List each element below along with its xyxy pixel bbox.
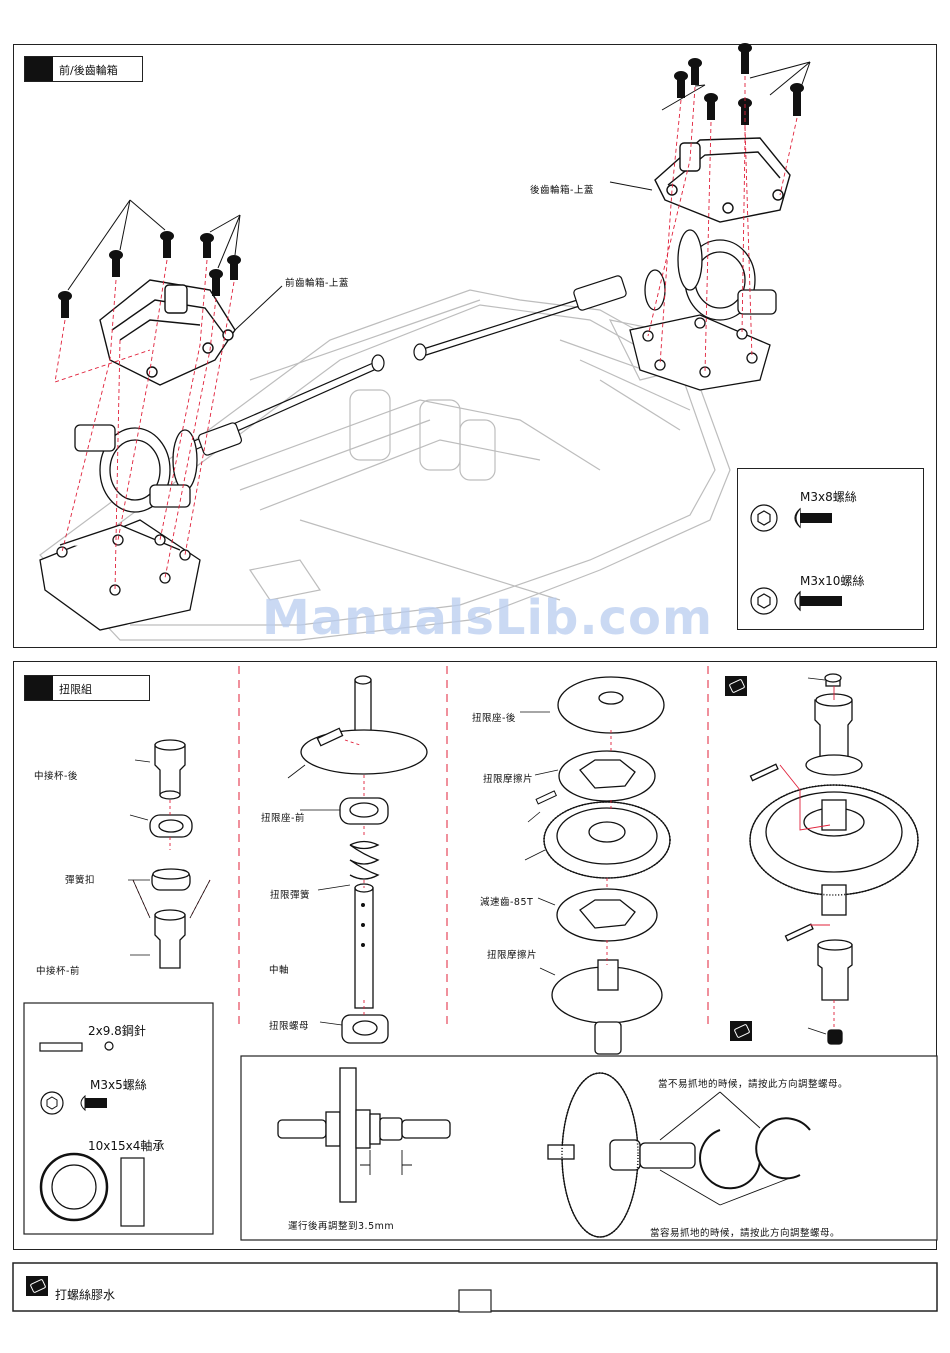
spring-clip-label: 彈簧扣 bbox=[65, 872, 95, 886]
legend-pin: 2x9.8鋼針 bbox=[88, 1022, 146, 1039]
nut-label: 扭限螺母 bbox=[269, 1018, 309, 1032]
gear-label: 減速齒-85T bbox=[480, 894, 533, 908]
pad1-label: 扭限摩擦片 bbox=[483, 771, 533, 785]
glue-legend-label: 打螺絲膠水 bbox=[55, 1286, 115, 1303]
thread-lock-icon bbox=[26, 1276, 48, 1296]
legend-m3x5: M3x5螺絲 bbox=[90, 1076, 147, 1093]
seat-rear-label: 扭限座-後 bbox=[472, 710, 516, 724]
pad2-label: 扭限摩擦片 bbox=[487, 947, 537, 961]
shaft-label: 中軸 bbox=[269, 962, 289, 976]
adjust-note: 運行後再調整到3.5mm bbox=[288, 1218, 394, 1232]
spring-label: 扭限彈簧 bbox=[270, 887, 310, 901]
thread-lock-icon bbox=[725, 676, 747, 696]
legend-bearing: 10x15x4軸承 bbox=[88, 1137, 164, 1154]
seat-front-label: 扭限座-前 bbox=[261, 810, 305, 824]
cup-front-label: 中接杯-前 bbox=[36, 963, 80, 977]
easy-grip-note: 當容易抓地的時候，請按此方向調整螺母。 bbox=[650, 1225, 840, 1239]
cup-rear-label: 中接杯-後 bbox=[34, 768, 78, 782]
hard-grip-note: 當不易抓地的時候，請按此方向調整螺母。 bbox=[658, 1076, 848, 1090]
thread-lock-icon bbox=[730, 1021, 752, 1041]
